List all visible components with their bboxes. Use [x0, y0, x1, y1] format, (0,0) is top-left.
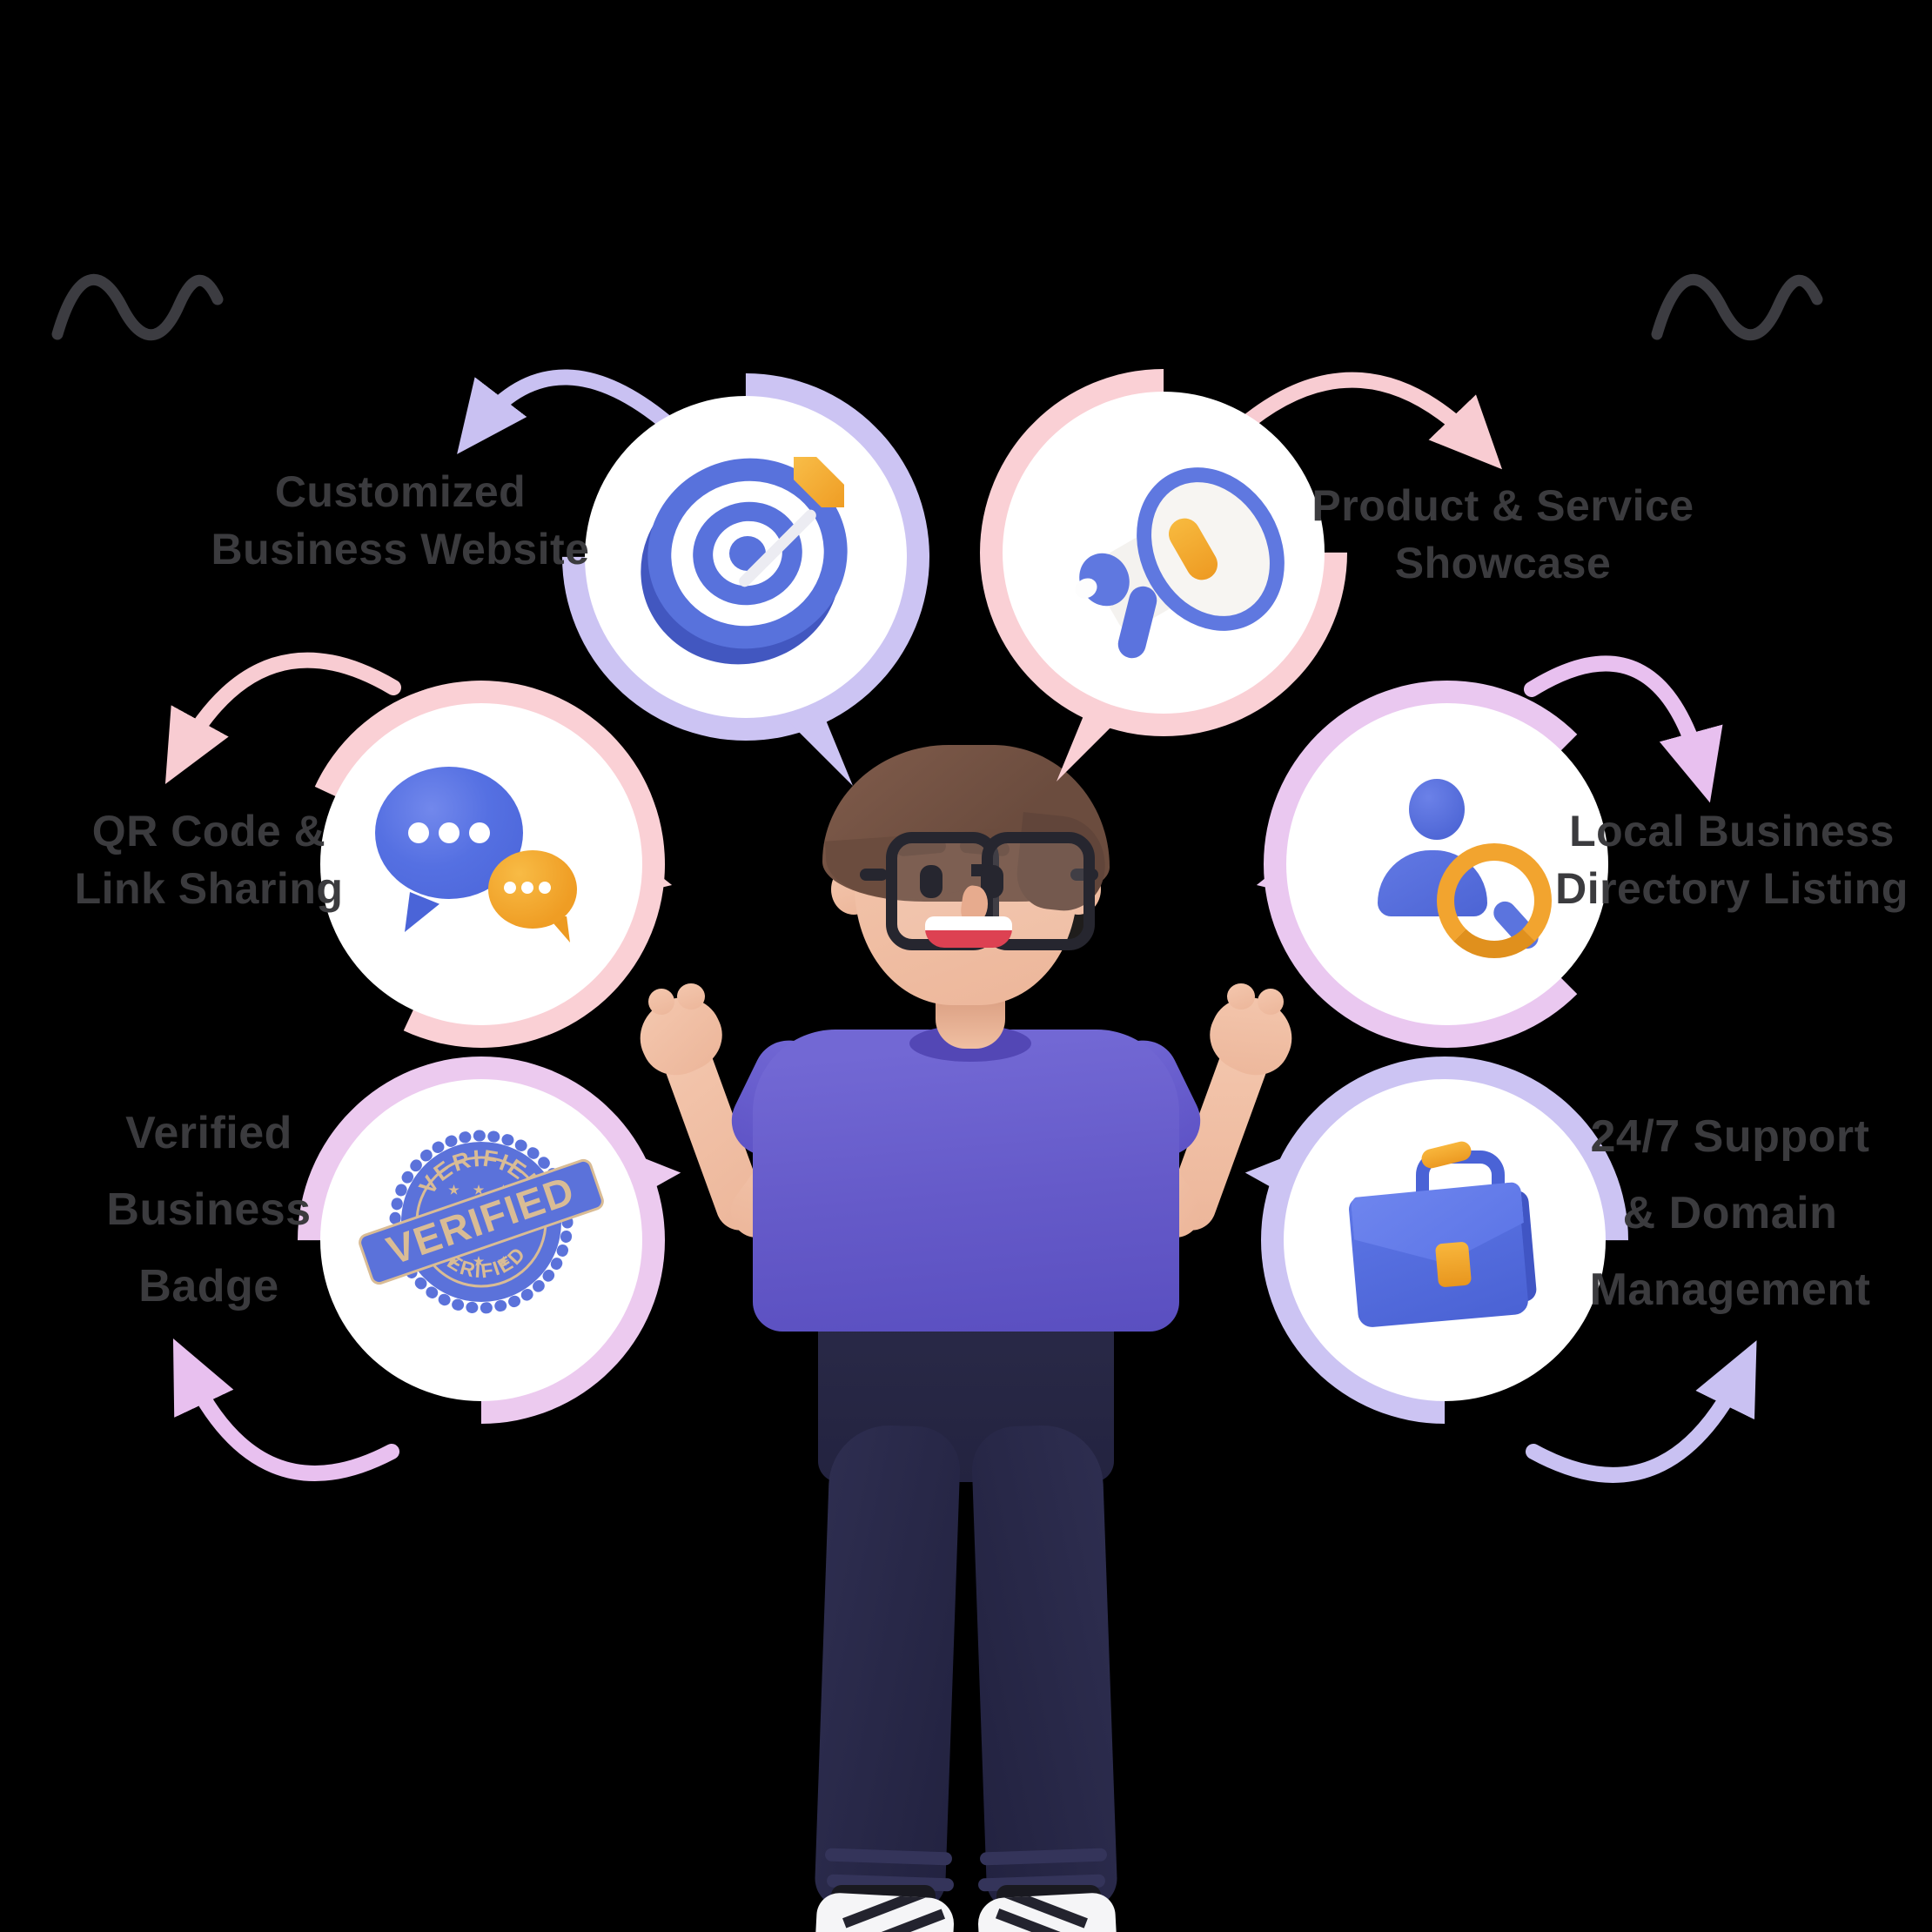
finger — [648, 989, 674, 1015]
finger — [1227, 983, 1255, 1010]
label-line: Customized — [274, 467, 527, 516]
label-line: Directory Listing — [1555, 864, 1909, 913]
character-mouth — [925, 916, 1012, 948]
bubble-verified-business-badge: VERIFIED ★ ★ ★ ★ ★ ★ VERIFIED VERIFIED — [221, 980, 741, 1500]
label-line: Link Sharing — [74, 864, 344, 913]
character-right-leg — [970, 1423, 1118, 1912]
megaphone-icon — [1050, 439, 1314, 666]
squiggle-right-icon — [1651, 274, 1823, 341]
character-left-shoe — [815, 1891, 956, 1932]
bubble-customized-business-website — [486, 297, 1006, 817]
dartboard-target-icon — [621, 437, 868, 686]
badge-stars-bottom: ★ ★ ★ — [448, 1254, 513, 1268]
label-support-domain-management: 24/7 Support & Domain Management — [1573, 1098, 1887, 1328]
briefcase-icon — [1336, 1139, 1553, 1340]
label-line: Local Business — [1569, 807, 1895, 855]
label-qr-code-link-sharing: QR Code & Link Sharing — [17, 802, 400, 917]
label-line: Product & Service — [1311, 481, 1694, 530]
label-line: & Domain — [1622, 1188, 1838, 1238]
label-line: Business — [106, 1184, 312, 1235]
label-verified-business-badge: Verified Business Badge — [52, 1095, 366, 1325]
label-line: Badge — [138, 1261, 279, 1311]
label-line: Verified — [125, 1108, 292, 1158]
label-line: Management — [1589, 1265, 1871, 1315]
character-right-shoe — [976, 1891, 1117, 1932]
verified-stamp-icon: VERIFIED ★ ★ ★ ★ ★ ★ VERIFIED VERIFIED — [359, 1130, 604, 1314]
bubble-support-domain-management — [1184, 980, 1705, 1500]
character-left-leg — [814, 1423, 962, 1912]
squiggle-left-icon — [51, 274, 224, 341]
finger — [677, 983, 705, 1010]
character-torso-shirt — [753, 1030, 1179, 1332]
person-search-icon — [1343, 760, 1552, 969]
label-line: Business Website — [211, 525, 590, 574]
chat-bubbles-icon — [359, 760, 603, 969]
character-left-eye — [920, 865, 943, 898]
label-product-service-showcase: Product & Service Showcase — [1311, 477, 1694, 592]
label-local-business-directory: Local Business Directory Listing — [1540, 802, 1923, 917]
label-line: Showcase — [1394, 539, 1612, 587]
label-line: QR Code & — [91, 807, 326, 855]
label-line: 24/7 Support — [1590, 1111, 1870, 1162]
glasses-left-temple — [860, 869, 888, 881]
label-customized-business-website: Customized Business Website — [209, 463, 592, 578]
finger — [1258, 989, 1284, 1015]
character-illustration — [609, 731, 1323, 1932]
